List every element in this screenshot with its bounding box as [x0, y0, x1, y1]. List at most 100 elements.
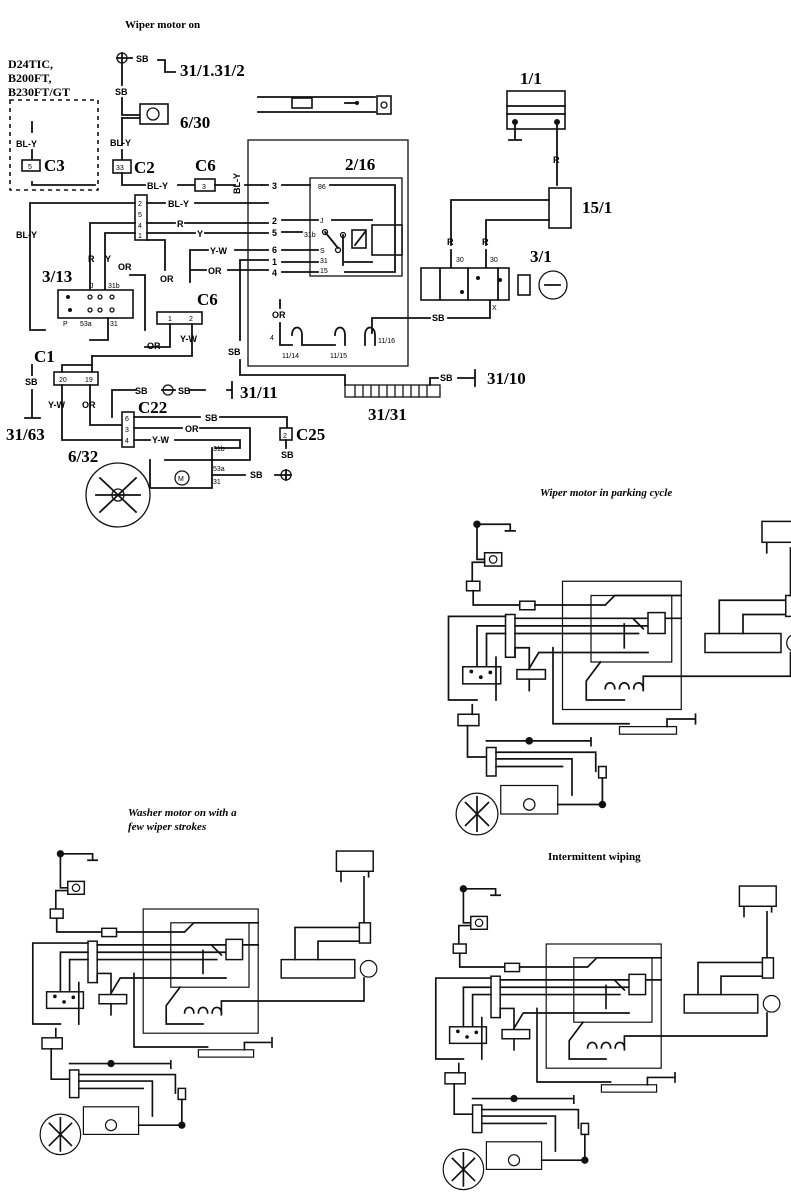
svg-text:X: X — [492, 305, 497, 312]
wire-label-bl-y: BL-Y — [16, 139, 37, 149]
svg-text:R: R — [447, 237, 454, 247]
svg-text:4: 4 — [125, 438, 129, 445]
washer-pump-6-30 — [139, 103, 169, 125]
connector-c3-label: C3 — [44, 156, 65, 175]
fuse-label: 15/1 — [582, 198, 612, 217]
svg-text:Y: Y — [105, 254, 111, 264]
svg-text:J: J — [320, 218, 324, 225]
svg-text:30: 30 — [456, 257, 464, 264]
intermittent-title: Intermittent wiping — [548, 851, 641, 863]
svg-text:SB: SB — [281, 450, 294, 460]
svg-text:SB: SB — [432, 313, 445, 323]
svg-text:53a: 53a — [213, 466, 225, 473]
connector-c1-label: C1 — [34, 347, 55, 366]
svg-text:20: 20 — [59, 377, 67, 384]
ground-31-10-label: 31/10 — [487, 369, 526, 388]
svg-text:SB: SB — [228, 347, 241, 357]
svg-text:SB: SB — [440, 373, 453, 383]
svg-text:R: R — [177, 219, 184, 229]
svg-text:OR: OR — [118, 262, 132, 272]
wiper-switch-label: 3/13 — [42, 267, 72, 286]
svg-text:SB: SB — [25, 377, 38, 387]
variant-note-1: D24TIC, — [8, 57, 53, 71]
connector-c6-mid-label: C6 — [197, 290, 218, 309]
svg-text:2: 2 — [189, 316, 193, 323]
svg-text:OR: OR — [272, 310, 286, 320]
fuse-11-14-label: 11/14 — [282, 353, 299, 360]
connector-c25-label: C25 — [296, 425, 325, 444]
svg-text:BL-Y: BL-Y — [110, 138, 131, 148]
svg-text:BL-Y: BL-Y — [168, 199, 189, 209]
ground-point-icon — [162, 384, 174, 396]
washer-diagram: Washer motor on with a few wiper strokes — [31, 807, 378, 1156]
svg-text:19: 19 — [85, 377, 93, 384]
svg-text:15: 15 — [320, 268, 328, 275]
svg-text:M: M — [178, 476, 184, 483]
svg-text:SB: SB — [115, 87, 128, 97]
ignition-switch-3-1 — [420, 267, 510, 301]
svg-text:OR: OR — [147, 341, 161, 351]
washer-pump-label: 6/30 — [180, 113, 210, 132]
intermittent-diagram: Intermittent wiping — [434, 851, 781, 1191]
svg-text:3: 3 — [202, 184, 206, 191]
svg-text:2: 2 — [138, 201, 142, 208]
connector-c3-pin — [21, 159, 41, 172]
svg-text:SB: SB — [250, 470, 263, 480]
wiper-motor-6-32 — [85, 462, 151, 528]
svg-text:SB: SB — [205, 413, 218, 423]
svg-text:OR: OR — [160, 274, 174, 284]
fuse-11-15-label: 11/15 — [330, 353, 347, 360]
ground-strip-31-31 — [344, 384, 441, 398]
svg-text:31: 31 — [213, 479, 221, 486]
svg-text:SB: SB — [136, 54, 149, 64]
fuse-11-16-label: 11/16 — [378, 338, 395, 345]
svg-text:31b: 31b — [213, 446, 225, 453]
svg-text:J: J — [90, 283, 94, 290]
connector-c22 — [121, 411, 135, 448]
svg-text:31: 31 — [110, 321, 118, 328]
svg-text:31b: 31b — [304, 232, 316, 239]
ground-31-63-label: 31/63 — [6, 425, 45, 444]
svg-text:BL-Y: BL-Y — [232, 173, 242, 194]
relay-enclosure — [247, 139, 409, 367]
connector-c2-label: C2 — [134, 158, 155, 177]
washer-title-1: Washer motor on with a — [128, 807, 237, 819]
ground-31-11-label: 31/11 — [240, 383, 278, 402]
svg-text:33: 33 — [116, 165, 124, 172]
battery-label: 1/1 — [520, 69, 542, 88]
svg-text:SB: SB — [178, 386, 191, 396]
main-title: Wiper motor on — [125, 19, 200, 31]
switch-connector — [134, 194, 148, 241]
ground-31-1-label: 31/1.31/2 — [180, 61, 245, 80]
svg-text:R: R — [553, 155, 560, 165]
svg-text:S: S — [320, 248, 325, 255]
variant-dashed-box — [9, 99, 99, 191]
svg-text:2: 2 — [272, 216, 277, 226]
svg-text:Y: Y — [197, 229, 203, 239]
svg-text:6: 6 — [272, 245, 277, 255]
ground-strip-label: 31/31 — [368, 405, 407, 424]
svg-text:5: 5 — [138, 212, 142, 219]
svg-text:1: 1 — [138, 233, 142, 240]
svg-text:SB: SB — [135, 386, 148, 396]
svg-text:4: 4 — [270, 335, 274, 342]
svg-text:OR: OR — [82, 400, 96, 410]
svg-text:R: R — [88, 254, 95, 264]
svg-text:Y-W: Y-W — [210, 246, 228, 256]
wiper-arm — [257, 96, 376, 113]
connector-c6-mid — [156, 311, 203, 325]
svg-text:31: 31 — [320, 258, 328, 265]
relay-2-16-label: 2/16 — [345, 155, 375, 174]
svg-text:BL-Y: BL-Y — [147, 181, 168, 191]
svg-text:Y-W: Y-W — [48, 400, 66, 410]
connector-c6-top-label: C6 — [195, 156, 216, 175]
svg-text:OR: OR — [208, 266, 222, 276]
parking-title: Wiper motor in parking cycle — [540, 487, 672, 499]
svg-text:Y-W: Y-W — [180, 334, 198, 344]
wiper-motor-label: 6/32 — [68, 447, 98, 466]
svg-text:6: 6 — [125, 416, 129, 423]
svg-text:Y-W: Y-W — [152, 435, 170, 445]
svg-text:2: 2 — [283, 433, 287, 440]
main-diagram: Wiper motor on D24TIC, B200FT, B230FT/GT… — [6, 19, 612, 528]
